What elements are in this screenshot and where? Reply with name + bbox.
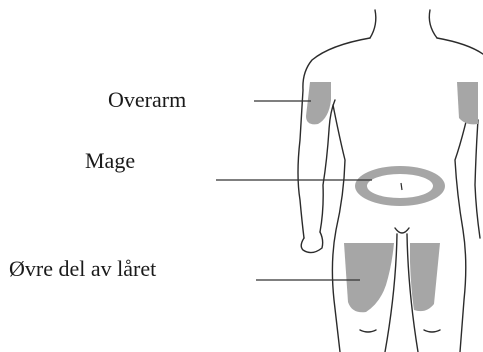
left-hand bbox=[301, 232, 322, 253]
knee-left bbox=[360, 330, 376, 332]
abdomen-area bbox=[355, 166, 445, 206]
neck-left bbox=[370, 10, 376, 38]
upper-arm-area-left bbox=[306, 82, 331, 124]
left-arm-outer bbox=[298, 38, 370, 238]
right-arm-inner bbox=[475, 120, 480, 238]
right-torso bbox=[455, 105, 470, 352]
crotch bbox=[395, 228, 409, 233]
left-torso bbox=[332, 105, 345, 352]
thigh-area-left bbox=[344, 243, 394, 312]
knee-right bbox=[424, 330, 440, 332]
neck-right bbox=[429, 10, 437, 38]
right-arm-outer bbox=[437, 38, 483, 60]
thigh-area-right bbox=[410, 243, 440, 311]
navel bbox=[401, 183, 402, 190]
body-outline bbox=[298, 10, 483, 352]
upper-arm-area-right bbox=[457, 82, 478, 124]
